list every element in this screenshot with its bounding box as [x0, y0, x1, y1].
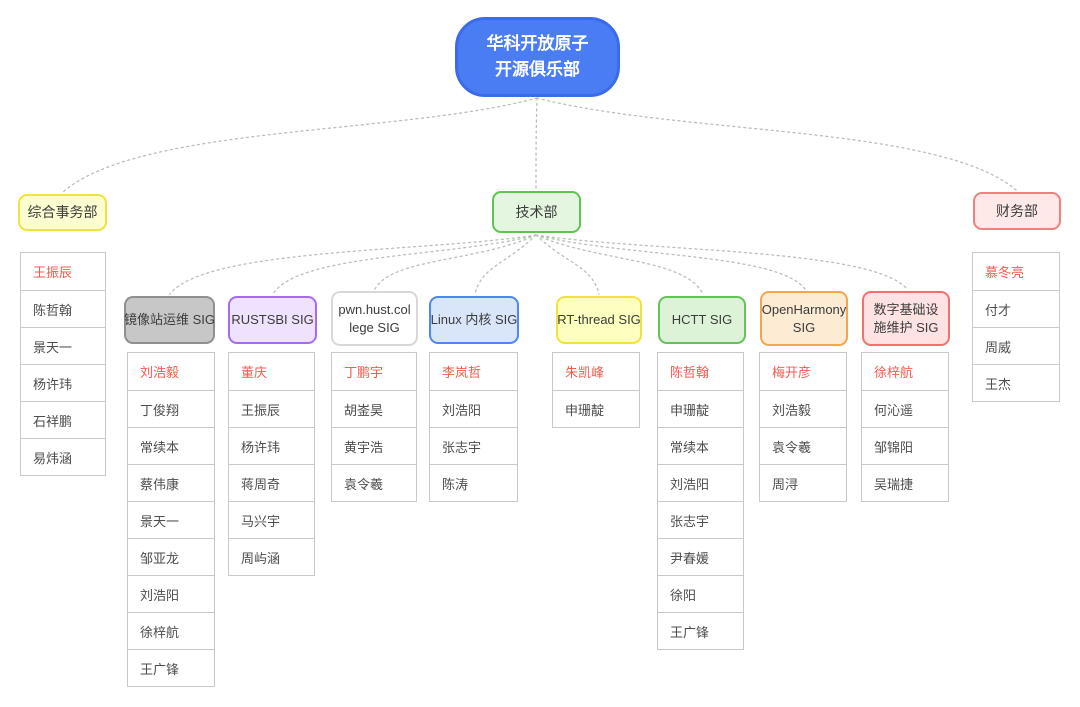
member-row: 袁令羲 — [332, 464, 416, 501]
connector-tech-hctt-sig — [535, 234, 704, 295]
connector-tech-openharmony-sig — [535, 234, 806, 290]
member-row: 慕冬亮 — [973, 253, 1059, 290]
member-row: 常续本 — [658, 427, 743, 464]
connector-tech-rtthread-sig — [535, 234, 600, 295]
member-row: 王振辰 — [229, 390, 314, 427]
member-row: 黄宇浩 — [332, 427, 416, 464]
member-row: 付才 — [973, 290, 1059, 327]
node-infra-maintenance-sig: 数字基础设施维护 SIG — [862, 291, 950, 346]
node-openharmony-sig: OpenHarmony SIG — [760, 291, 848, 346]
member-row: 刘浩阳 — [658, 464, 743, 501]
node-hctt-sig: HCTT SIG — [658, 296, 746, 344]
member-row: 王杰 — [973, 364, 1059, 401]
member-row: 周浔 — [760, 464, 846, 501]
node-tech-dept: 技术部 — [492, 191, 581, 233]
node-rtthread-sig: RT-thread SIG — [556, 296, 642, 344]
hctt-sig-member-list: 陈哲翰申珊靛常续本刘浩阳张志宇尹春媛徐阳王广锋 — [657, 352, 744, 650]
openharmony-sig-member-list: 梅开彦刘浩毅袁令羲周浔 — [759, 352, 847, 502]
member-row: 张志宇 — [658, 501, 743, 538]
member-row: 申珊靛 — [658, 390, 743, 427]
member-row: 尹春媛 — [658, 538, 743, 575]
member-row: 杨许玮 — [229, 427, 314, 464]
general-affairs-member-list: 王振辰陈哲翰景天一杨许玮石祥鹏易炜涵 — [20, 252, 106, 476]
connector-tech-linux-sig — [474, 234, 537, 295]
member-row: 陈哲翰 — [21, 290, 105, 327]
member-row: 王振辰 — [21, 253, 105, 290]
member-row: 申珊靛 — [553, 390, 639, 427]
member-row: 易炜涵 — [21, 438, 105, 475]
member-row: 陈哲翰 — [658, 353, 743, 390]
member-row: 董庆 — [229, 353, 314, 390]
member-row: 刘浩毅 — [128, 353, 214, 390]
member-row: 蔡伟康 — [128, 464, 214, 501]
pwn-sig-member-list: 丁鹏宇胡崟昊黄宇浩袁令羲 — [331, 352, 417, 502]
node-finance-dept: 财务部 — [973, 192, 1061, 230]
member-row: 景天一 — [21, 327, 105, 364]
node-linux-kernel-sig: Linux 内核 SIG — [429, 296, 519, 344]
node-general-affairs-dept: 综合事务部 — [18, 194, 107, 231]
member-row: 邹亚龙 — [128, 538, 214, 575]
member-row: 吴瑞捷 — [862, 464, 948, 501]
club-name-line1: 华科开放原子 — [486, 34, 589, 53]
member-row: 徐梓航 — [862, 353, 948, 390]
connector-tech-rustsbi-sig — [272, 234, 537, 295]
member-row: 徐梓航 — [128, 612, 214, 649]
mirror-sig-member-list: 刘浩毅丁俊翔常续本蔡伟康景天一邹亚龙刘浩阳徐梓航王广锋 — [127, 352, 215, 687]
member-row: 袁令羲 — [760, 427, 846, 464]
connector-tech-mirror-sig — [169, 234, 537, 295]
connector-tech-pwn-sig — [374, 234, 537, 290]
member-row: 王广锋 — [128, 649, 214, 686]
member-row: 丁鹏宇 — [332, 353, 416, 390]
club-name-line2: 开源俱乐部 — [495, 60, 580, 79]
member-row: 徐阳 — [658, 575, 743, 612]
member-row: 刘浩毅 — [760, 390, 846, 427]
member-row: 何沁遥 — [862, 390, 948, 427]
member-row: 杨许玮 — [21, 364, 105, 401]
member-row: 张志宇 — [430, 427, 517, 464]
member-row: 刘浩阳 — [128, 575, 214, 612]
member-row: 陈涛 — [430, 464, 517, 501]
finance-member-list: 慕冬亮付才周威王杰 — [972, 252, 1060, 402]
member-row: 周威 — [973, 327, 1059, 364]
rustsbi-sig-member-list: 董庆王振辰杨许玮蒋周奇马兴宇周屿涵 — [228, 352, 315, 576]
member-row: 梅开彦 — [760, 353, 846, 390]
node-pwn-sig: pwn.hust.college SIG — [331, 291, 418, 346]
member-row: 石祥鹏 — [21, 401, 105, 438]
connector-root-finance — [536, 97, 1017, 191]
member-row: 常续本 — [128, 427, 214, 464]
member-row: 蒋周奇 — [229, 464, 314, 501]
member-row: 李岚哲 — [430, 353, 517, 390]
member-row: 王广锋 — [658, 612, 743, 649]
node-rustsbi-sig: RUSTSBI SIG — [228, 296, 317, 344]
connector-root-tech — [535, 97, 538, 190]
member-row: 胡崟昊 — [332, 390, 416, 427]
member-row: 刘浩阳 — [430, 390, 517, 427]
member-row: 周屿涵 — [229, 538, 314, 575]
member-row: 丁俊翔 — [128, 390, 214, 427]
node-mirror-sig: 镜像站运维 SIG — [124, 296, 215, 344]
infra-sig-member-list: 徐梓航何沁遥邹锦阳吴瑞捷 — [861, 352, 949, 502]
member-row: 马兴宇 — [229, 501, 314, 538]
node-club-root: 华科开放原子 开源俱乐部 — [455, 17, 620, 97]
connector-root-general-affairs — [62, 97, 538, 193]
connector-tech-infra-sig — [535, 234, 908, 290]
member-row: 朱凯峰 — [553, 353, 639, 390]
member-row: 邹锦阳 — [862, 427, 948, 464]
linux-kernel-sig-member-list: 李岚哲刘浩阳张志宇陈涛 — [429, 352, 518, 502]
rtthread-sig-member-list: 朱凯峰申珊靛 — [552, 352, 640, 428]
member-row: 景天一 — [128, 501, 214, 538]
